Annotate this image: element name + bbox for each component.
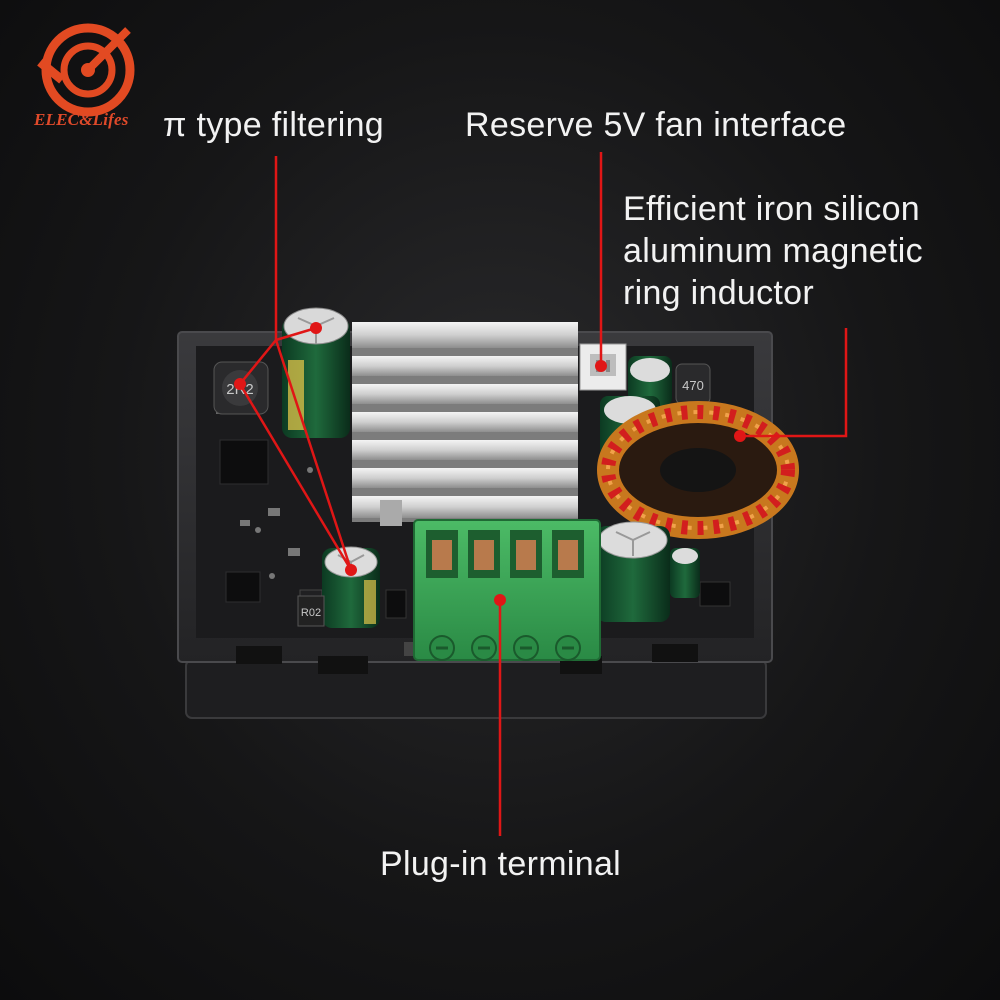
brand-name: ELEC&Lifes [34, 110, 129, 129]
callout-plug-in-terminal: Plug-in terminal [380, 845, 622, 883]
inductor-470: 470 [675, 363, 711, 405]
callout-fan-interface: Reserve 5V fan interface [465, 106, 847, 144]
front-bezel [185, 659, 767, 719]
fan-connector [579, 343, 627, 391]
callout-pi-filtering: π type filtering [163, 106, 385, 144]
callout-ring-inductor-line-2: aluminum magnetic [623, 232, 923, 270]
resistor-r02: R02 [297, 595, 325, 627]
callout-ring-inductor: Efficient iron silicon aluminum magnetic… [623, 188, 923, 314]
inductor-470-marking: 470 [682, 378, 704, 393]
callout-ring-inductor-line-1: Efficient iron silicon [623, 190, 920, 228]
toroid-inductor [597, 401, 799, 539]
heatsink [352, 322, 578, 526]
brand-logo [37, 23, 135, 117]
capacitor-right-top [628, 356, 672, 406]
plug-in-terminal [413, 519, 601, 661]
callout-ring-inductor-line-3: ring inductor [623, 274, 814, 312]
callout-dots [234, 322, 746, 606]
capacitor-bottom-left [322, 546, 380, 628]
callout-lines [238, 152, 848, 836]
resistor-marking: R02 [301, 607, 321, 619]
